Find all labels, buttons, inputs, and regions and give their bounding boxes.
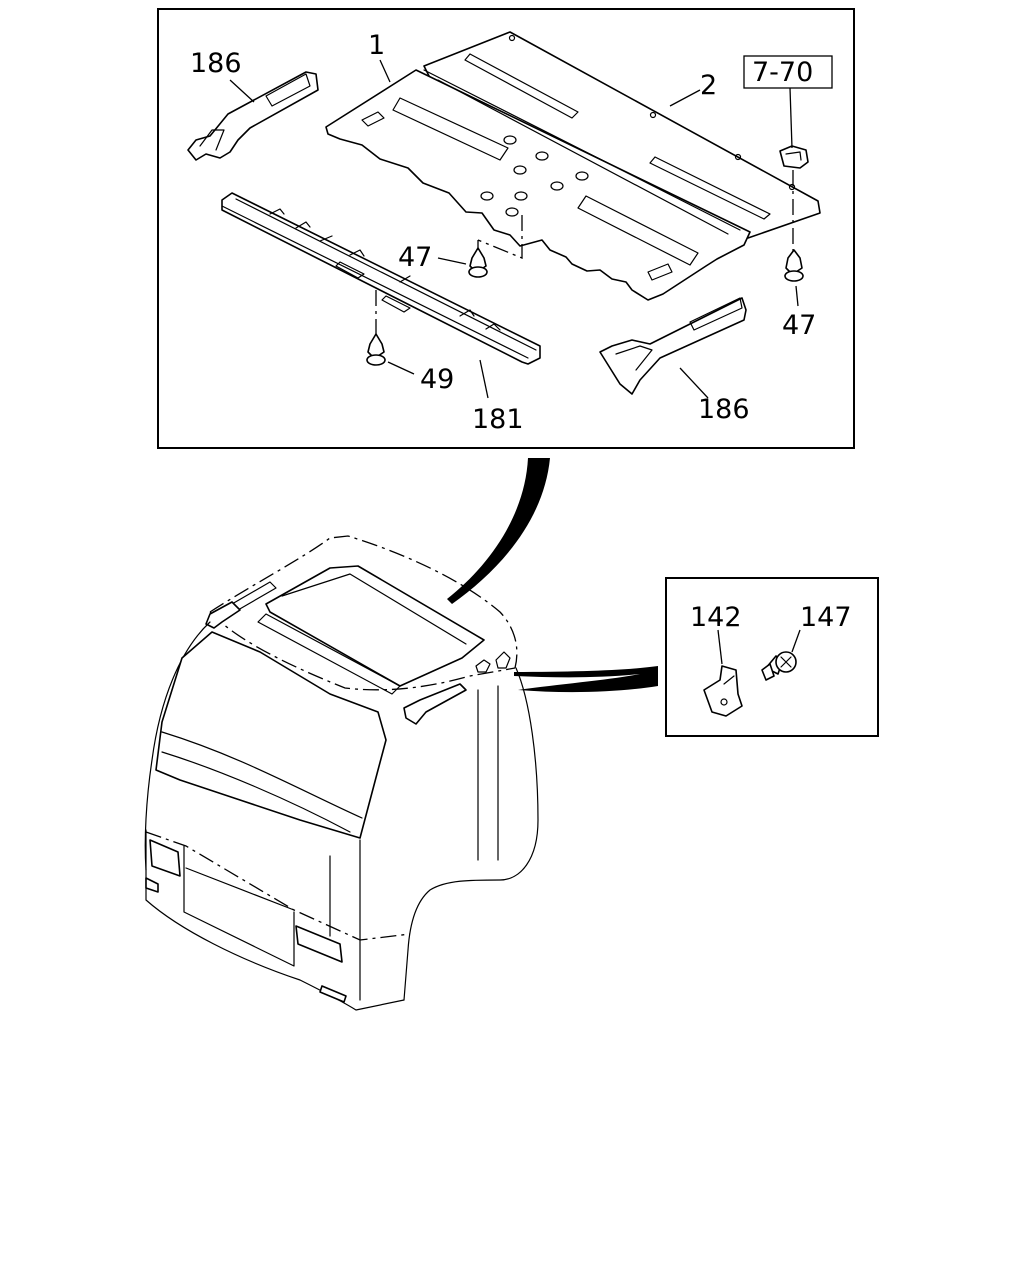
leader-147 — [791, 629, 801, 653]
leader-181 — [479, 359, 489, 399]
label-49: 49 — [420, 364, 454, 395]
clip-47-right — [784, 249, 804, 282]
clip-47-left — [468, 247, 488, 278]
bracket-142 — [703, 665, 743, 717]
clip-7-70 — [779, 145, 809, 169]
detail-frame-top — [157, 8, 855, 449]
leader-49 — [387, 361, 415, 375]
detail-connector-top — [447, 458, 550, 604]
screw-147 — [761, 651, 797, 681]
leader-47-left — [437, 257, 467, 265]
front-rail-181 — [221, 192, 541, 365]
leader-part-1 — [379, 59, 391, 83]
label-147: 147 — [800, 602, 852, 633]
leader-186-right — [679, 367, 709, 399]
label-47-left: 47 — [398, 242, 432, 273]
label-part-1: 1 — [368, 30, 385, 61]
label-ref-7-70: 7-70 — [752, 57, 813, 88]
side-trim-186-left — [187, 71, 319, 161]
ref-box-7-70 — [743, 55, 833, 89]
detail-frame-side — [665, 577, 879, 737]
label-part-2: 2 — [700, 70, 717, 101]
leader-7-70 — [789, 87, 793, 149]
label-142: 142 — [690, 602, 742, 633]
clip-49 — [366, 333, 386, 366]
truck-cab — [144, 535, 539, 1011]
leader-186-left — [229, 79, 255, 103]
side-trim-186-right — [599, 297, 747, 395]
leader-part-2 — [669, 89, 701, 107]
label-181: 181 — [472, 404, 524, 435]
label-186-left: 186 — [190, 48, 242, 79]
label-186-right: 186 — [698, 394, 750, 425]
leader-47-right — [795, 285, 799, 307]
detail-connector-side — [514, 666, 658, 693]
headliner-panel-1 — [325, 69, 751, 301]
label-47-right: 47 — [782, 310, 816, 341]
leader-142 — [717, 629, 723, 665]
